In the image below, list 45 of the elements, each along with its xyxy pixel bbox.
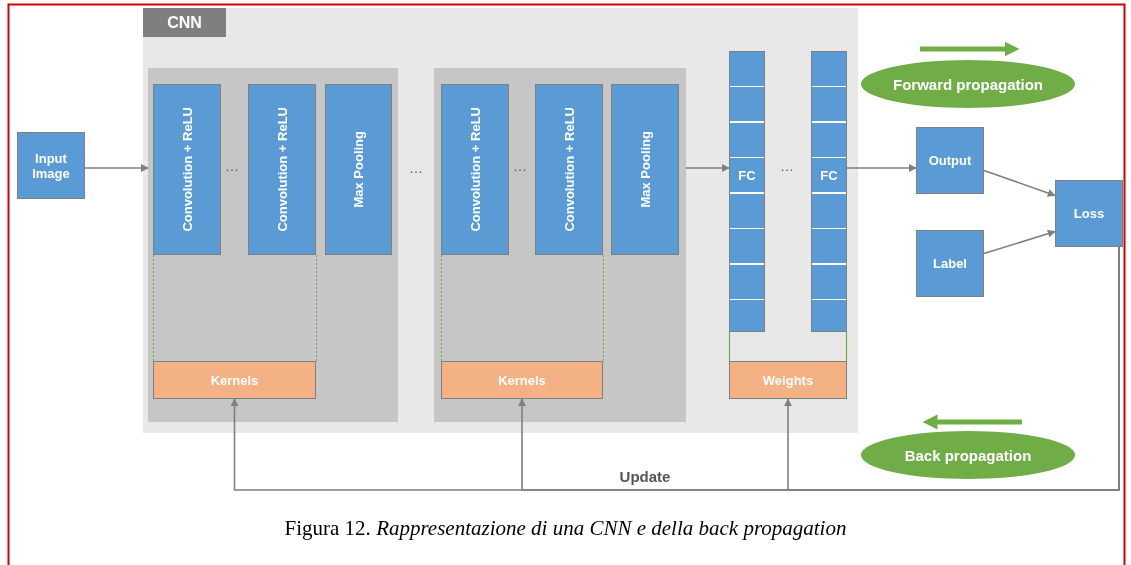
process-box xyxy=(916,127,984,194)
process-box xyxy=(916,230,984,297)
node-label: Max Pooling xyxy=(637,131,653,208)
fc-layer-column xyxy=(729,51,765,332)
layer-box xyxy=(325,84,392,255)
parameter-box xyxy=(153,361,316,399)
layer-box xyxy=(441,84,509,255)
ellipsis-label: … xyxy=(409,160,423,176)
node-label: Forward propagation xyxy=(893,75,1043,93)
node-label: Convolution + ReLU xyxy=(179,107,195,232)
node-label: Weights xyxy=(762,372,814,388)
layer-block xyxy=(434,68,686,422)
layer-box xyxy=(248,84,316,255)
layer-box xyxy=(535,84,603,255)
node-label: Convolution + ReLU xyxy=(561,107,577,232)
node-label: Max Pooling xyxy=(351,131,366,208)
layer-box xyxy=(153,84,221,255)
node-label: Loss xyxy=(1073,206,1105,221)
node-label: Label xyxy=(933,256,967,271)
process-box xyxy=(17,132,85,199)
node-label: Convolution + ReLU xyxy=(274,107,290,232)
parameter-box xyxy=(729,361,847,399)
cnn-region xyxy=(143,8,858,433)
figure-caption: Figura 12. Rappresentazione di una CNN e della back propagation xyxy=(283,516,848,541)
ellipsis-label: … xyxy=(225,158,239,174)
node-label: Output xyxy=(928,153,972,168)
arrow xyxy=(84,164,149,172)
node-label: Back propagation xyxy=(904,446,1032,464)
fc-layer-column xyxy=(811,51,847,332)
region-title: CNN xyxy=(143,8,226,37)
legend-ellipse xyxy=(861,60,1075,108)
node-label: Convolution + ReLU xyxy=(467,107,483,232)
arrow xyxy=(846,164,917,172)
node-label: Kernels xyxy=(210,372,259,388)
process-box xyxy=(1055,180,1123,247)
layer-box xyxy=(611,84,679,255)
arrow xyxy=(685,164,730,172)
layer-block xyxy=(148,68,398,422)
ellipsis-label: … xyxy=(513,158,527,174)
node-label: Kernels xyxy=(498,372,546,388)
ellipsis-label: … xyxy=(780,158,794,174)
arrow xyxy=(983,229,1056,255)
arrow xyxy=(983,169,1056,197)
parameter-box xyxy=(441,361,603,399)
node-label: Input Image xyxy=(31,150,71,181)
